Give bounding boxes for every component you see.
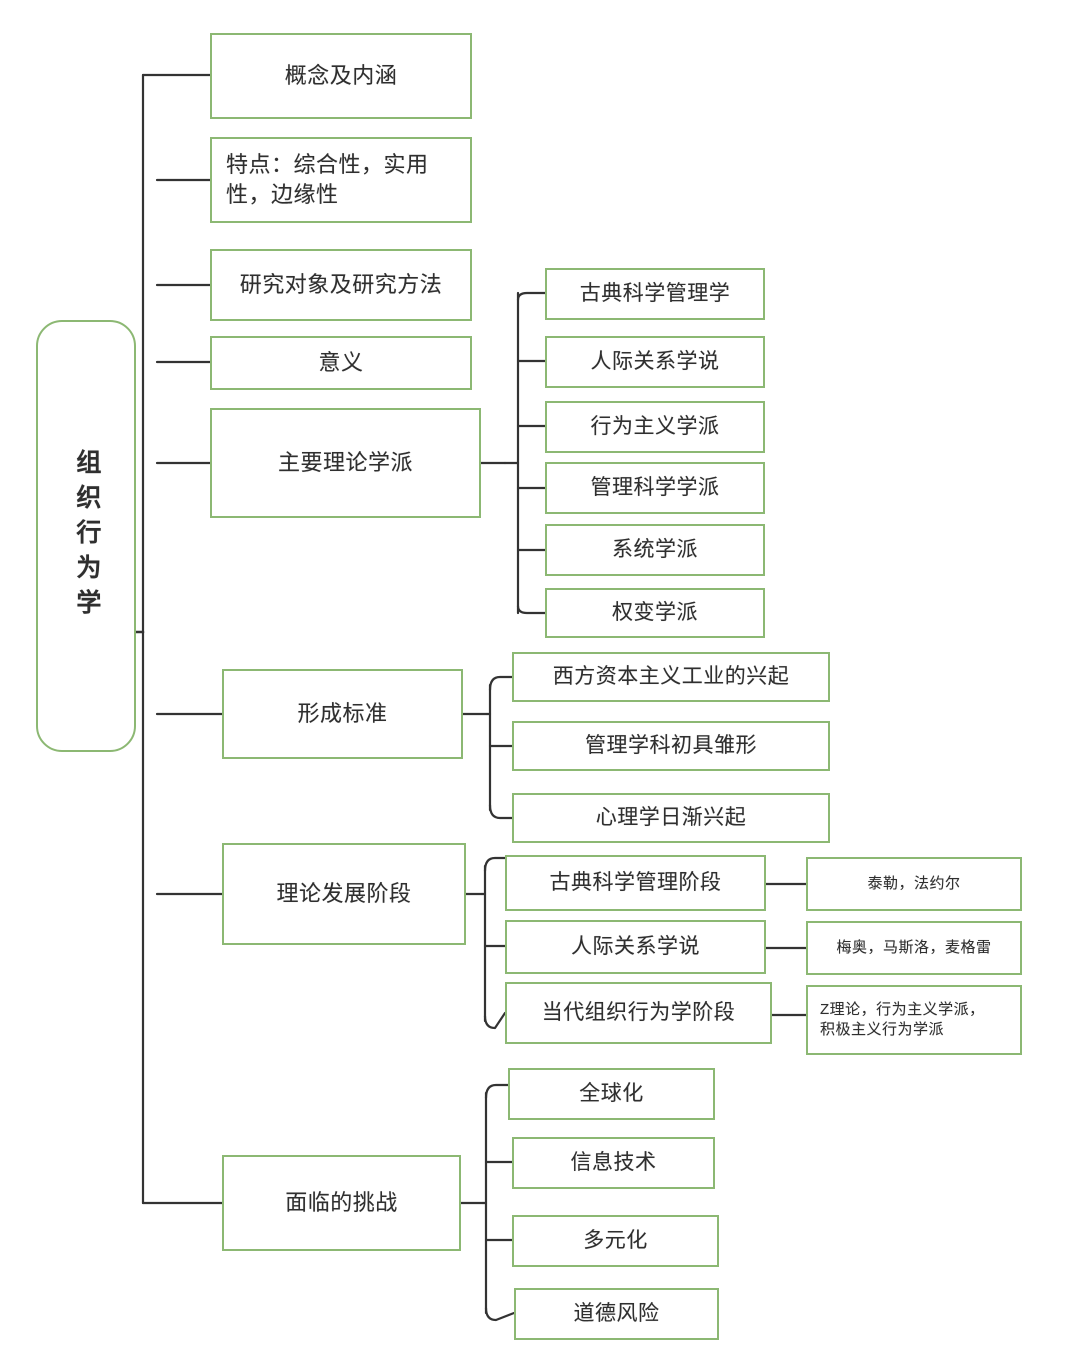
- branch-theory-stages-label: 理论发展阶段: [276, 881, 412, 907]
- node-behaviorism[interactable]: 行为主义学派: [545, 401, 765, 453]
- branch-concept-label: 概念及内涵: [284, 63, 398, 89]
- node-psychology-rise-label: 心理学日渐兴起: [595, 805, 747, 829]
- node-contingency[interactable]: 权变学派: [545, 588, 765, 638]
- node-figures-classical[interactable]: 泰勒，法约尔: [806, 857, 1022, 911]
- node-human-relations-label: 人际关系学说: [590, 349, 720, 373]
- node-psychology-rise[interactable]: 心理学日渐兴起: [512, 793, 830, 843]
- branch-significance[interactable]: 意义: [210, 336, 472, 390]
- node-mgmt-discipline-label: 管理学科初具雏形: [585, 733, 757, 757]
- branch-formation-criteria[interactable]: 形成标准: [222, 669, 463, 759]
- node-mgmt-discipline[interactable]: 管理学科初具雏形: [512, 721, 830, 771]
- branch-main-schools-label: 主要理论学派: [277, 450, 413, 476]
- branch-challenges-label: 面临的挑战: [285, 1190, 398, 1216]
- branch-significance-label: 意义: [318, 350, 364, 376]
- branch-concept[interactable]: 概念及内涵: [210, 33, 472, 119]
- node-figures-contemporary-label: Z理论，行为主义学派， 积极主义行为学派: [820, 1000, 985, 1038]
- root-label: 组织行为学: [72, 448, 101, 624]
- node-mgmt-science[interactable]: 管理科学学派: [545, 462, 765, 514]
- node-moral-hazard-label: 道德风险: [573, 1301, 660, 1325]
- node-information-tech-label: 信息技术: [570, 1150, 657, 1174]
- node-diversification[interactable]: 多元化: [512, 1215, 719, 1267]
- node-globalization[interactable]: 全球化: [508, 1068, 715, 1120]
- node-western-capitalism[interactable]: 西方资本主义工业的兴起: [512, 652, 830, 702]
- node-stage-contemporary-label: 当代组织行为学阶段: [541, 1000, 736, 1024]
- branch-main-schools[interactable]: 主要理论学派: [210, 408, 481, 518]
- branch-features-label: 特点：综合性，实用性，边缘性: [226, 152, 429, 207]
- branch-features[interactable]: 特点：综合性，实用性，边缘性: [210, 137, 472, 223]
- node-systems[interactable]: 系统学派: [545, 524, 765, 576]
- branch-formation-criteria-label: 形成标准: [297, 701, 388, 727]
- node-figures-human-relations-label: 梅奥，马斯洛，麦格雷: [836, 938, 992, 956]
- node-human-relations[interactable]: 人际关系学说: [545, 336, 765, 388]
- branch-object-method[interactable]: 研究对象及研究方法: [210, 249, 472, 321]
- node-moral-hazard[interactable]: 道德风险: [514, 1288, 719, 1340]
- node-behaviorism-label: 行为主义学派: [590, 414, 720, 438]
- node-systems-label: 系统学派: [612, 537, 698, 561]
- node-stage-human-relations[interactable]: 人际关系学说: [505, 920, 766, 974]
- node-globalization-label: 全球化: [579, 1081, 644, 1105]
- branch-object-method-label: 研究对象及研究方法: [239, 272, 443, 298]
- node-figures-contemporary[interactable]: Z理论，行为主义学派， 积极主义行为学派: [806, 985, 1022, 1055]
- node-stage-human-relations-label: 人际关系学说: [571, 934, 700, 958]
- node-figures-classical-label: 泰勒，法约尔: [867, 874, 961, 892]
- branch-challenges[interactable]: 面临的挑战: [222, 1155, 461, 1251]
- node-classical-sci-mgmt-label: 古典科学管理学: [579, 281, 731, 305]
- node-western-capitalism-label: 西方资本主义工业的兴起: [552, 664, 790, 688]
- node-information-tech[interactable]: 信息技术: [512, 1137, 715, 1189]
- node-stage-classical[interactable]: 古典科学管理阶段: [505, 855, 766, 911]
- node-contingency-label: 权变学派: [612, 600, 698, 624]
- branch-theory-stages[interactable]: 理论发展阶段: [222, 843, 466, 945]
- node-diversification-label: 多元化: [583, 1228, 648, 1252]
- node-figures-human-relations[interactable]: 梅奥，马斯洛，麦格雷: [806, 921, 1022, 975]
- root-node[interactable]: 组织行为学: [36, 320, 136, 752]
- node-stage-contemporary[interactable]: 当代组织行为学阶段: [505, 982, 772, 1044]
- node-stage-classical-label: 古典科学管理阶段: [549, 870, 722, 894]
- node-mgmt-science-label: 管理科学学派: [590, 475, 720, 499]
- node-classical-sci-mgmt[interactable]: 古典科学管理学: [545, 268, 765, 320]
